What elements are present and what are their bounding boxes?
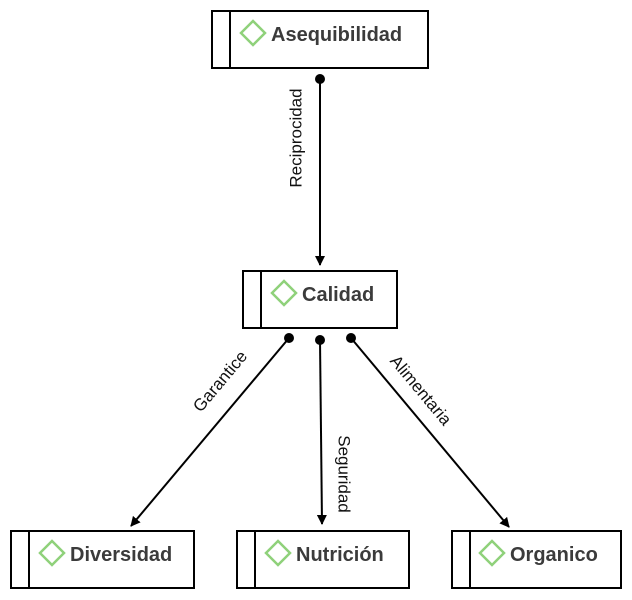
edge-reciprocidad[interactable]: Reciprocidad [286,74,325,266]
diamond-icon [239,19,267,47]
node-label-diversidad: Diversidad [70,544,172,566]
edge-alimentaria[interactable]: Alimentaria [346,333,510,528]
diamond-icon [270,279,298,307]
node-label-nutricion: Nutrición [296,544,384,566]
node-diversidad[interactable]: Diversidad [10,530,195,589]
node-calidad[interactable]: Calidad [242,270,398,329]
node-nutricion[interactable]: Nutrición [236,530,410,589]
node-label-calidad: Calidad [302,284,374,306]
edge-start-dot [315,335,325,345]
edge-label-reciprocidad: Reciprocidad [286,88,305,187]
edge-garantice[interactable]: Garantice [130,333,294,527]
edge-start-dot [284,333,294,343]
diamond-icon [264,539,292,567]
diamond-icon [478,539,506,567]
node-label-asequibilidad: Asequibilidad [271,24,402,46]
edge-start-dot [315,74,325,84]
node-organico[interactable]: Organico [451,530,622,589]
diamond-icon [38,539,66,567]
edge-label-garantice: Garantice [189,347,251,416]
node-asequibilidad[interactable]: Asequibilidad [211,10,429,69]
edge-label-alimentaria: Alimentaria [386,352,456,430]
edge-seguridad[interactable]: Seguridad [315,335,354,525]
edge-start-dot [346,333,356,343]
node-label-organico: Organico [510,544,598,566]
edge-label-seguridad: Seguridad [335,435,354,513]
